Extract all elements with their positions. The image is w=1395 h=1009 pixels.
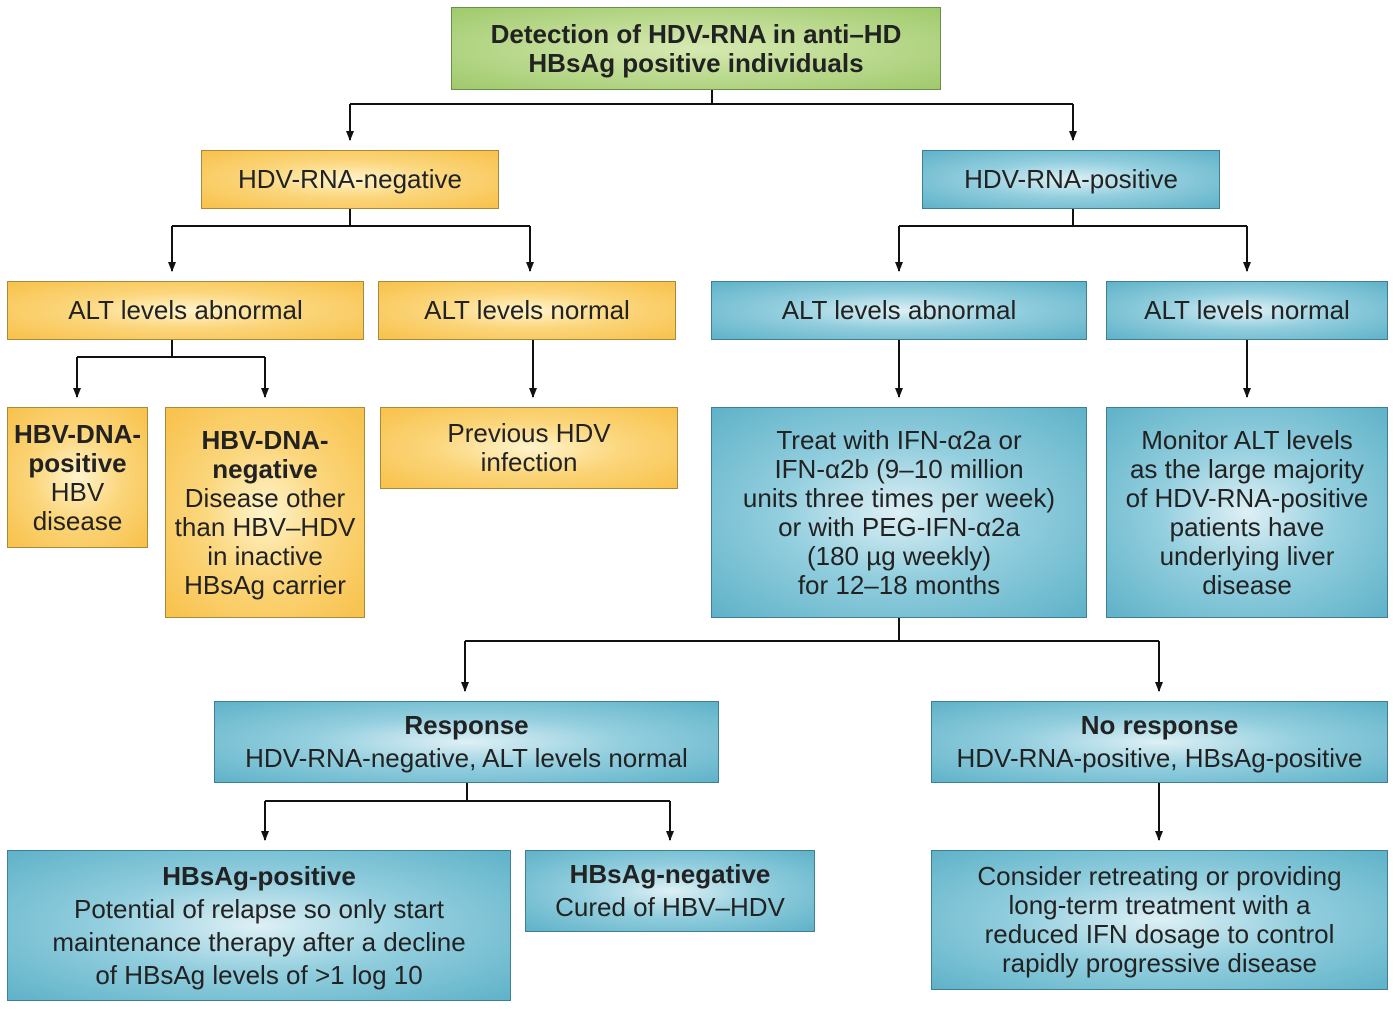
response-box: Response HDV-RNA-negative, ALT levels no… <box>214 701 719 783</box>
previous-hdv-infection-box: Previous HDV infection <box>380 407 678 489</box>
hbv-dna-positive-body-1: HBV <box>50 476 105 507</box>
connector-positive <box>899 209 1247 227</box>
consider-line-4: rapidly progressive disease <box>1001 948 1318 978</box>
hdv-rna-positive-label: HDV-RNA-positive <box>964 164 1178 194</box>
root-detection-box: Detection of HDV-RNA in anti–HD HBsAg po… <box>451 7 941 90</box>
hbsag-positive-box: HBsAg-positive Potential of relapse so o… <box>7 850 511 1001</box>
hdv-rna-negative-box: HDV-RNA-negative <box>201 150 499 209</box>
neg-alt-abnormal-box: ALT levels abnormal <box>7 281 364 340</box>
connector-root <box>350 90 1073 105</box>
hbv-dna-negative-box: HBV-DNA- negative Disease other than HBV… <box>165 407 365 618</box>
hbv-dna-negative-title-1: HBV-DNA- <box>201 424 329 455</box>
monitor-line-2: as the large majority <box>1129 453 1365 484</box>
treat-line-4: or with PEG-IFN-α2a <box>778 511 1020 542</box>
hbv-dna-negative-body-3: in inactive <box>207 540 323 571</box>
hbv-dna-negative-title-2: negative <box>212 453 318 484</box>
neg-alt-normal-box: ALT levels normal <box>378 281 676 340</box>
neg-alt-normal-label: ALT levels normal <box>424 295 630 325</box>
no-response-box: No response HDV-RNA-positive, HBsAg-posi… <box>931 701 1388 783</box>
treat-line-5: (180 µg weekly) <box>806 540 992 571</box>
hbsag-positive-body-2: maintenance therapy after a decline <box>52 926 466 957</box>
monitor-alt-box: Monitor ALT levels as the large majority… <box>1106 407 1388 618</box>
consider-line-2: long-term treatment with a <box>1008 890 1311 920</box>
hbv-dna-positive-body-2: disease <box>32 505 123 536</box>
hbsag-negative-title: HBsAg-negative <box>569 859 771 889</box>
previous-line-2: infection <box>480 447 578 477</box>
treat-line-1: Treat with IFN-α2a or <box>776 424 1022 455</box>
hbsag-negative-box: HBsAg-negative Cured of HBV–HDV <box>525 850 815 932</box>
root-line-2: HBsAg positive individuals <box>528 47 864 78</box>
root-line-1: Detection of HDV-RNA in anti–HD <box>490 18 902 49</box>
no-response-title: No response <box>1080 710 1239 740</box>
hbsag-positive-title: HBsAg-positive <box>162 860 356 891</box>
hbv-dna-negative-body-2: than HBV–HDV <box>174 511 356 542</box>
pos-alt-abnormal-label: ALT levels abnormal <box>781 295 1017 325</box>
hbv-dna-positive-box: HBV-DNA- positive HBV disease <box>7 407 148 548</box>
response-title: Response <box>404 710 529 740</box>
monitor-line-4: patients have <box>1169 511 1325 542</box>
treat-line-2: IFN-α2b (9–10 million <box>774 453 1024 484</box>
hbv-dna-negative-body-4: HBsAg carrier <box>184 569 346 600</box>
no-response-body: HDV-RNA-positive, HBsAg-positive <box>956 743 1363 773</box>
monitor-line-1: Monitor ALT levels <box>1141 424 1353 455</box>
consider-line-1: Consider retreating or providing <box>977 861 1342 891</box>
monitor-line-5: underlying liver <box>1159 540 1335 571</box>
connector-negative <box>172 209 530 227</box>
hbsag-negative-body: Cured of HBV–HDV <box>555 892 785 922</box>
hbv-dna-positive-title-1: HBV-DNA- <box>13 418 142 449</box>
treat-with-ifn-box: Treat with IFN-α2a or IFN-α2b (9–10 mill… <box>711 407 1087 618</box>
hdv-rna-positive-box: HDV-RNA-positive <box>922 150 1220 209</box>
pos-alt-normal-box: ALT levels normal <box>1106 281 1388 340</box>
consider-line-3: reduced IFN dosage to control <box>984 919 1335 949</box>
treat-line-3: units three times per week) <box>742 482 1056 513</box>
treat-line-6: for 12–18 months <box>797 569 1001 600</box>
pos-alt-normal-label: ALT levels normal <box>1144 295 1350 325</box>
previous-line-1: Previous HDV <box>447 418 611 448</box>
hbv-dna-positive-title-2: positive <box>28 447 127 478</box>
connector-treat <box>465 618 1159 642</box>
connector-neg-alt-abnormal <box>77 340 265 358</box>
neg-alt-abnormal-label: ALT levels abnormal <box>68 295 303 325</box>
pos-alt-abnormal-box: ALT levels abnormal <box>711 281 1087 340</box>
hbv-dna-negative-body-1: Disease other <box>184 482 346 513</box>
hbsag-positive-body-1: Potential of relapse so only start <box>74 893 444 924</box>
response-body: HDV-RNA-negative, ALT levels normal <box>245 743 688 773</box>
connector-response <box>265 783 670 802</box>
monitor-line-3: of HDV-RNA-positive <box>1125 482 1369 513</box>
monitor-line-6: disease <box>1202 569 1292 600</box>
hbsag-positive-body-3: of HBsAg levels of >1 log 10 <box>95 959 423 990</box>
hdv-rna-negative-label: HDV-RNA-negative <box>238 164 462 194</box>
consider-retreating-box: Consider retreating or providing long-te… <box>931 850 1388 990</box>
